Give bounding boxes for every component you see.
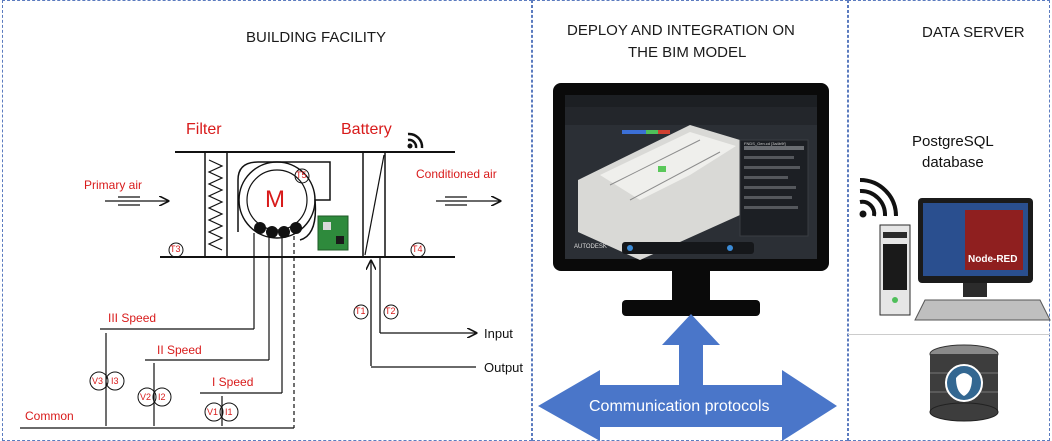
- i1-label: I1: [225, 407, 233, 417]
- v2-label: V2: [140, 392, 152, 402]
- postgres-label-line2: database: [922, 154, 984, 171]
- deploy-title-line1: DEPLOY AND INTEGRATION ON: [567, 22, 795, 39]
- node-red-label: Node-RED: [968, 254, 1018, 265]
- i3-label: I3: [111, 376, 119, 386]
- t2-label: T2: [385, 306, 396, 316]
- v3-label: V3: [92, 376, 104, 386]
- primary-air-label: Primary air: [84, 178, 143, 192]
- battery-label: Battery: [341, 121, 392, 138]
- v1-label: V1: [207, 407, 219, 417]
- speed1-label: I Speed: [212, 375, 254, 389]
- server-divider: [848, 334, 1050, 335]
- properties-panel-title: FNDS_Gen.cd [3a4b9f]: [744, 141, 786, 146]
- t4-label: T4: [412, 244, 423, 254]
- filter-label: Filter: [186, 121, 222, 138]
- t5-label: T5: [296, 170, 307, 180]
- deploy-title-line2: THE BIM MODEL: [628, 44, 747, 61]
- postgres-label-line1: PostgreSQL: [912, 133, 994, 150]
- autodesk-label: AUTODESK: [574, 244, 607, 250]
- server-wifi-icon: [859, 178, 898, 218]
- common-label: Common: [25, 409, 74, 423]
- wifi-icon: [407, 132, 424, 149]
- i2-label: I2: [158, 392, 166, 402]
- speed3-label: III Speed: [108, 311, 157, 325]
- data-server-title: DATA SERVER: [922, 24, 1025, 41]
- conditioned-air-label: Conditioned air: [416, 167, 497, 181]
- communication-protocols-label: Communication protocols: [589, 398, 770, 415]
- input-label: Input: [484, 326, 513, 341]
- output-label: Output: [484, 360, 524, 375]
- building-facility-title: BUILDING FACILITY: [246, 29, 387, 46]
- motor-label: M: [265, 186, 285, 213]
- t3-label: T3: [170, 244, 181, 254]
- speed2-label: II Speed: [157, 343, 202, 357]
- t1-label: T1: [355, 306, 366, 316]
